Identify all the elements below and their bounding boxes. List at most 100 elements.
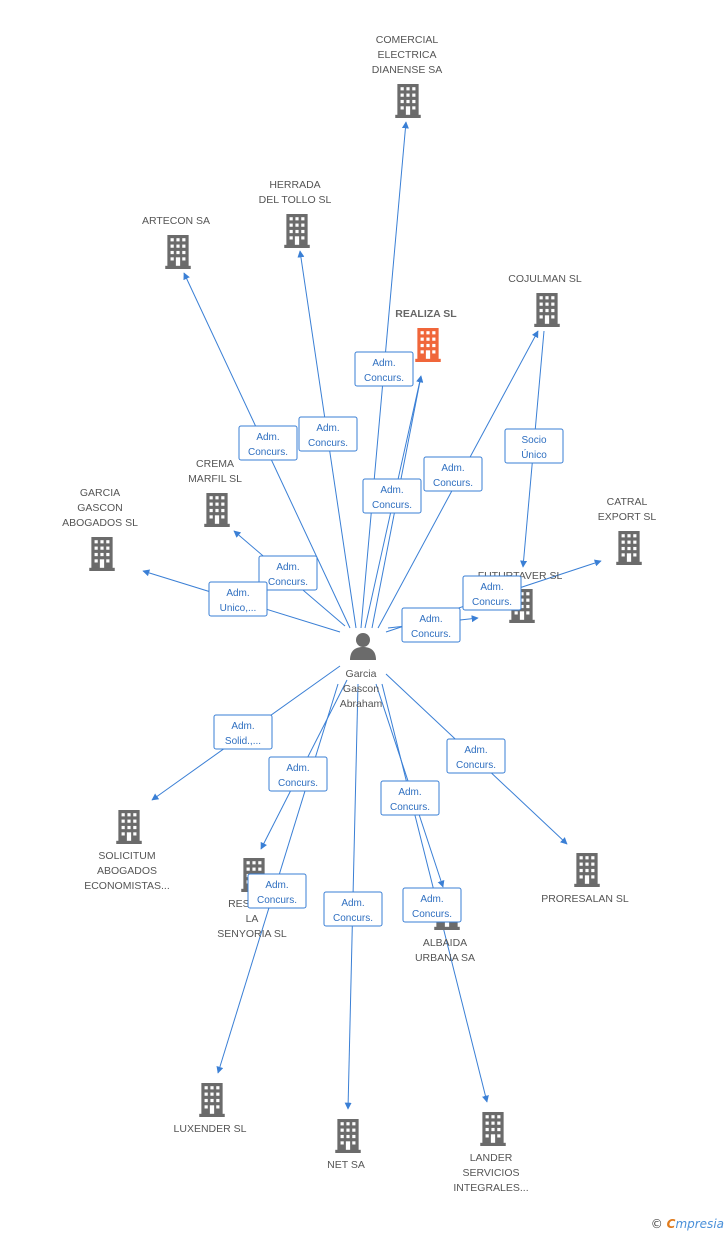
edge-label-text: Adm.	[441, 463, 464, 474]
edge-label-text: Unico,...	[220, 603, 257, 614]
company-node-artecon[interactable]: ARTECON SA	[142, 215, 210, 269]
building-icon	[284, 214, 310, 248]
edge-label-artecon[interactable]: Adm.Concurs.	[238, 425, 298, 461]
edge-label-text: Adm.	[398, 787, 421, 798]
edge-label-box	[462, 575, 522, 611]
edge-label-albaida[interactable]: Adm.Concurs.	[380, 780, 440, 816]
company-name: INTEGRALES...	[453, 1182, 528, 1194]
person-name: Abraham	[340, 698, 383, 710]
copyright-symbol: ©	[650, 1217, 663, 1231]
edge-label-solicitum[interactable]: Adm. Solid.,...	[213, 714, 273, 750]
building-icon	[204, 493, 230, 527]
person-name: Garcia	[346, 668, 377, 680]
company-node-realiza[interactable]: REALIZA SL	[395, 308, 457, 362]
brand-logo-text: mpresia	[675, 1217, 724, 1231]
edge-label-text: Adm.	[276, 562, 299, 573]
company-name: EXPORT SL	[598, 511, 657, 523]
company-node-luxender[interactable]: LUXENDER SL	[174, 1083, 247, 1135]
edge-label-text: Adm.	[286, 763, 309, 774]
edge-label-text: Adm.	[480, 582, 503, 593]
edge-label-box	[208, 581, 268, 617]
edge-label-text: Concurs.	[333, 913, 373, 924]
company-node-comercial[interactable]: COMERCIAL ELECTRICA DIANENSE SA	[372, 34, 443, 118]
edge-label-box	[298, 416, 358, 452]
company-node-proresalan[interactable]: PRORESALAN SL	[541, 853, 629, 905]
building-icon	[89, 537, 115, 571]
company-name: COJULMAN SL	[508, 273, 582, 285]
building-icon	[574, 853, 600, 887]
brand-watermark: © Cmpresia	[651, 1217, 724, 1231]
person-name: Gascon	[343, 683, 379, 695]
building-icon	[534, 293, 560, 327]
building-icon	[335, 1119, 361, 1153]
edge-label-text: Adm.	[420, 894, 443, 905]
edge-label-box	[258, 555, 318, 591]
company-name: URBANA SA	[415, 952, 475, 964]
edge-label-text: Concurs.	[412, 909, 452, 920]
edge-label-crema[interactable]: Adm. Concurs.	[258, 555, 318, 591]
edge-label-text: Solid.,...	[225, 736, 261, 747]
edge-label-futurtaver[interactable]: Adm.Concurs.	[401, 607, 461, 643]
building-icon	[165, 235, 191, 269]
edge-label-text: Adm.	[419, 614, 442, 625]
company-name: DEL TOLLO SL	[259, 194, 332, 206]
edge-label-box	[446, 738, 506, 774]
edge-label-text: Adm.	[265, 880, 288, 891]
edge-label-box	[247, 873, 307, 909]
edge-label-box	[238, 425, 298, 461]
edge-label-text: Concurs.	[433, 478, 473, 489]
company-name: GARCIA	[80, 487, 120, 499]
edge-label-text: Concurs.	[372, 500, 412, 511]
building-icon	[116, 810, 142, 844]
company-node-lander[interactable]: LANDERSERVICIOSINTEGRALES...	[453, 1112, 529, 1194]
edge-label-garciagascon[interactable]: Adm.Unico,...	[208, 581, 268, 617]
company-name: ABOGADOS SL	[62, 517, 138, 529]
edge-label-text: Concurs.	[268, 577, 308, 588]
company-name: MARFIL SL	[188, 473, 242, 485]
edge-label-catral[interactable]: Adm.Concurs.	[462, 575, 522, 611]
company-name: ABOGADOS	[97, 865, 157, 877]
company-name: CATRAL	[607, 496, 648, 508]
edge-label-text: Concurs.	[248, 447, 288, 458]
edge-label-box	[380, 780, 440, 816]
company-name: SENYORIA SL	[217, 928, 287, 940]
building-icon	[199, 1083, 225, 1117]
company-name: LANDER	[470, 1152, 513, 1164]
edge-label-proresalan[interactable]: Adm.Concurs.	[446, 738, 506, 774]
company-node-solicitum[interactable]: SOLICITUMABOGADOSECONOMISTAS...	[84, 810, 170, 892]
edge-label-residencial[interactable]: Adm.Concurs.	[268, 756, 328, 792]
company-node-catral[interactable]: CATRAL EXPORT SL	[598, 496, 657, 565]
company-name: ELECTRICA	[378, 49, 437, 61]
edge-label-text: Concurs.	[456, 760, 496, 771]
company-node-cojulman[interactable]: COJULMAN SL	[508, 273, 582, 327]
company-name: DIANENSE SA	[372, 64, 443, 76]
edge-label-lander[interactable]: Adm. Concurs.	[402, 887, 462, 923]
edge-label-text: Adm.	[316, 423, 339, 434]
edge-label-netsa[interactable]: Adm. Concurs.	[323, 891, 383, 927]
company-name: ARTECON SA	[142, 215, 210, 227]
edge-label-text: Concurs.	[364, 373, 404, 384]
edge-label-box	[423, 456, 483, 492]
edge-label-text: Socio	[521, 435, 546, 446]
edge-label-box	[504, 428, 564, 464]
person-icon	[350, 633, 376, 660]
edge-label-text: Adm.	[231, 721, 254, 732]
building-icon	[480, 1112, 506, 1146]
company-node-netsa[interactable]: NET SA	[327, 1119, 365, 1171]
edge-label-herrada[interactable]: Adm.Concurs.	[298, 416, 358, 452]
company-name: COMERCIAL	[376, 34, 439, 46]
edge-label-realiza[interactable]: Adm.Concurs.	[354, 351, 414, 387]
edge-label-cojulman[interactable]: Adm. Concurs.	[423, 456, 483, 492]
company-name: SOLICITUM	[98, 850, 155, 862]
company-name: REALIZA SL	[395, 308, 457, 320]
edge-label-realiza[interactable]: Adm.Concurs.	[362, 478, 422, 514]
edge-label-luxender[interactable]: Adm.Concurs.	[247, 873, 307, 909]
edge-label-text: Adm.	[341, 898, 364, 909]
